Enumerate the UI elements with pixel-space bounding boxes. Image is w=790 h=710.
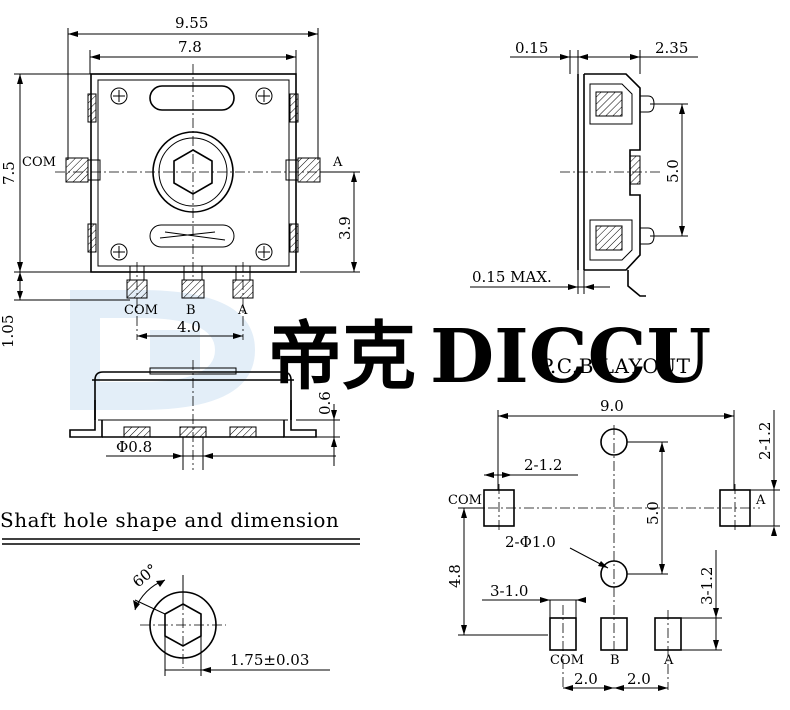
pcb-title: P.C.B LAYOUT — [540, 354, 691, 378]
pcb-label-b-bottom: B — [610, 653, 620, 668]
dim-thickness: 0.6 — [316, 391, 334, 415]
pcb-dim-width: 9.0 — [600, 397, 624, 415]
side-view: Φ0.8 0.6 — [69, 360, 340, 470]
watermark-logo — [70, 290, 255, 410]
pcb-dim-pad-side-top: 2-1.2 — [524, 456, 562, 474]
pcb-label-com-bottom: COM — [550, 653, 584, 668]
label-com-left: COM — [22, 155, 56, 170]
pcb-dim-pitch-left: 2.0 — [574, 670, 598, 688]
label-com-bottom: COM — [124, 303, 158, 318]
watermark-brand-en: DICCU — [430, 314, 711, 400]
pcb-dim-height: 4.8 — [446, 564, 464, 588]
shaft-size: 1.75±0.03 — [230, 651, 309, 669]
right-view: 0.15 2.35 5.0 0.15 MAX. — [470, 39, 698, 297]
dim-height: 7.5 — [0, 161, 18, 185]
pcb-label-a-bottom: A — [663, 653, 674, 668]
shaft-section: Shaft hole shape and dimension 60° 1.75±… — [0, 508, 360, 676]
pcb-dim-bottom-pad-height: 3-1.2 — [698, 567, 716, 605]
pcb-label-com-left: COM — [448, 493, 482, 508]
dim-top-gap: 0.15 — [515, 39, 548, 57]
dim-diameter: Φ0.8 — [116, 438, 152, 456]
pcb-dim-vertical-spacing: 5.0 — [644, 501, 662, 525]
shaft-angle: 60° — [129, 560, 161, 591]
pcb-layout: P.C.B LAYOUT 9.0 2-1.2 2-1.2 COM A — [446, 354, 780, 691]
pcb-label-a-right: A — [755, 493, 766, 508]
watermark-brand-cn: 帝克 — [268, 314, 416, 400]
dim-terminal-pitch: 4.0 — [177, 318, 201, 336]
dim-center-offset: 3.9 — [336, 216, 354, 240]
dim-depth: 2.35 — [655, 39, 688, 57]
pcb-dim-holes: 2-Φ1.0 — [505, 533, 556, 551]
pcb-dim-pad-side-right: 2-1.2 — [756, 422, 774, 460]
shaft-title: Shaft hole shape and dimension — [0, 508, 339, 532]
top-view: 9.55 7.8 7.5 1.05 COM A — [0, 14, 360, 348]
label-a-right: A — [332, 155, 343, 170]
pcb-dim-bottom-pads: 3-1.0 — [490, 582, 528, 600]
dim-pin-spacing: 5.0 — [664, 159, 682, 183]
dim-body-width: 7.8 — [178, 38, 202, 56]
label-b-bottom: B — [186, 303, 196, 318]
label-a-bottom: A — [237, 303, 248, 318]
dim-bottom-gap: 0.15 MAX. — [472, 268, 552, 286]
pcb-dim-pitch-right: 2.0 — [627, 670, 651, 688]
watermark: 帝克 DICCU — [70, 290, 711, 410]
dim-terminal-length: 1.05 — [0, 315, 17, 348]
dim-overall-width: 9.55 — [175, 14, 208, 32]
